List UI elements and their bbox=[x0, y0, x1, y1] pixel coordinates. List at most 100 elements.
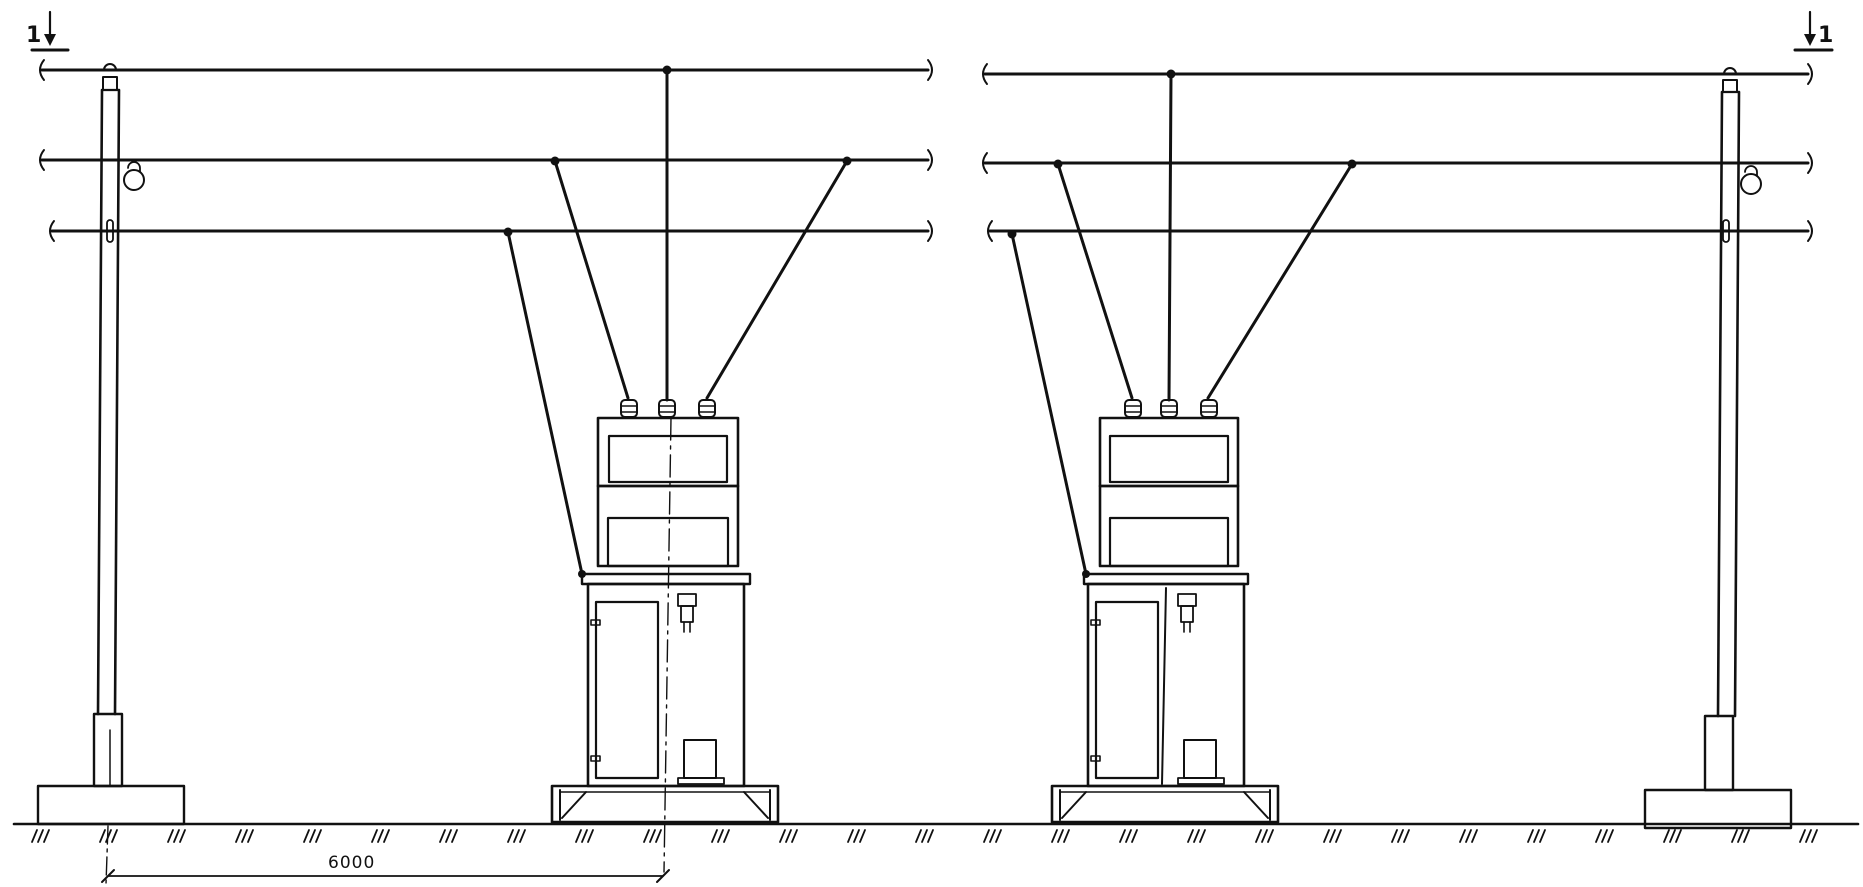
hatch-stroke bbox=[995, 829, 1002, 843]
hatch-stroke bbox=[1527, 829, 1534, 843]
overhead-lines-right bbox=[982, 63, 1813, 242]
section-mark-right-number: 1 bbox=[1818, 23, 1833, 48]
bushing-right-1 bbox=[1124, 399, 1142, 418]
hatch-stroke bbox=[507, 829, 514, 843]
hatch-stroke bbox=[1329, 829, 1336, 843]
hatch-stroke bbox=[921, 829, 928, 843]
hatch-stroke bbox=[37, 829, 44, 843]
bushing-left-2 bbox=[658, 399, 676, 418]
hatch-stroke bbox=[717, 829, 724, 843]
transformer-substation-left bbox=[503, 65, 852, 873]
hatch-stroke bbox=[1193, 829, 1200, 843]
hatch-stroke bbox=[99, 829, 106, 843]
hatch-stroke bbox=[31, 829, 38, 843]
hatch-stroke bbox=[1063, 829, 1070, 843]
utility-pole-right bbox=[1643, 67, 1793, 830]
hatch-stroke bbox=[439, 829, 446, 843]
hatch-stroke bbox=[983, 829, 990, 843]
dimension-6000: 6000 bbox=[101, 825, 670, 885]
hatch-stroke bbox=[1601, 829, 1608, 843]
hatch-stroke bbox=[791, 829, 798, 843]
section-mark-left-number: 1 bbox=[26, 23, 41, 48]
bushing-left-1 bbox=[620, 399, 638, 418]
hatch-stroke bbox=[1465, 829, 1472, 843]
hatch-stroke bbox=[1199, 829, 1206, 843]
hatch-stroke bbox=[377, 829, 384, 843]
hatch-stroke bbox=[167, 829, 174, 843]
transformer-substation-right bbox=[1007, 69, 1357, 824]
hatch-stroke bbox=[779, 829, 786, 843]
hatch-stroke bbox=[1397, 829, 1404, 843]
hatch-stroke bbox=[847, 829, 854, 843]
hatch-stroke bbox=[1663, 829, 1670, 843]
hatch-stroke bbox=[649, 829, 656, 843]
section-mark-right: 1 bbox=[1793, 10, 1834, 52]
hatch-stroke bbox=[723, 829, 730, 843]
hatch-stroke bbox=[1811, 829, 1818, 843]
hatch-stroke bbox=[1403, 829, 1410, 843]
hatch-stroke bbox=[927, 829, 934, 843]
hatch-stroke bbox=[1323, 829, 1330, 843]
hatch-stroke bbox=[303, 829, 310, 843]
hatch-stroke bbox=[1057, 829, 1064, 843]
hatch-stroke bbox=[1459, 829, 1466, 843]
hatch-stroke bbox=[43, 829, 50, 843]
hatch-stroke bbox=[1805, 829, 1812, 843]
ground bbox=[12, 822, 1860, 843]
hatch-stroke bbox=[1669, 829, 1676, 843]
hatch-stroke bbox=[1051, 829, 1058, 843]
hatch-stroke bbox=[711, 829, 718, 843]
hatch-stroke bbox=[581, 829, 588, 843]
hatch-stroke bbox=[519, 829, 526, 843]
hatch-stroke bbox=[1533, 829, 1540, 843]
hatch-stroke bbox=[111, 829, 118, 843]
hatch-stroke bbox=[1471, 829, 1478, 843]
hatch-stroke bbox=[859, 829, 866, 843]
hatch-stroke bbox=[1595, 829, 1602, 843]
hatch-stroke bbox=[1255, 829, 1262, 843]
hatch-stroke bbox=[1731, 829, 1738, 843]
hatch-stroke bbox=[173, 829, 180, 843]
hatch-stroke bbox=[445, 829, 452, 843]
hatch-stroke bbox=[1743, 829, 1750, 843]
hatch-stroke bbox=[655, 829, 662, 843]
bushing-right-2 bbox=[1160, 399, 1178, 418]
bushing-right-3 bbox=[1200, 399, 1218, 418]
hatch-stroke bbox=[1261, 829, 1268, 843]
hatch-stroke bbox=[235, 829, 242, 843]
utility-pole-left bbox=[36, 63, 186, 826]
hatch-stroke bbox=[643, 829, 650, 843]
hatch-stroke bbox=[179, 829, 186, 843]
ground-hatching bbox=[31, 829, 1818, 843]
hatch-stroke bbox=[309, 829, 316, 843]
hatch-stroke bbox=[513, 829, 520, 843]
hatch-stroke bbox=[1737, 829, 1744, 843]
hatch-stroke bbox=[1607, 829, 1614, 843]
hatch-stroke bbox=[247, 829, 254, 843]
hatch-stroke bbox=[853, 829, 860, 843]
dimension-label: 6000 bbox=[328, 853, 375, 873]
hatch-stroke bbox=[241, 829, 248, 843]
hatch-stroke bbox=[1125, 829, 1132, 843]
overhead-lines-left bbox=[39, 59, 933, 242]
hatch-stroke bbox=[1119, 829, 1126, 843]
hatch-stroke bbox=[315, 829, 322, 843]
hatch-stroke bbox=[989, 829, 996, 843]
hatch-stroke bbox=[1335, 829, 1342, 843]
hatch-stroke bbox=[1131, 829, 1138, 843]
hatch-stroke bbox=[451, 829, 458, 843]
hatch-stroke bbox=[371, 829, 378, 843]
bushing-left-3 bbox=[698, 399, 716, 418]
hatch-stroke bbox=[915, 829, 922, 843]
hatch-stroke bbox=[383, 829, 390, 843]
hatch-stroke bbox=[1391, 829, 1398, 843]
hatch-stroke bbox=[1799, 829, 1806, 843]
hatch-stroke bbox=[785, 829, 792, 843]
section-mark-left: 1 bbox=[26, 10, 70, 52]
hatch-stroke bbox=[587, 829, 594, 843]
hatch-stroke bbox=[1675, 829, 1682, 843]
hatch-stroke bbox=[1267, 829, 1274, 843]
hatch-stroke bbox=[1539, 829, 1546, 843]
